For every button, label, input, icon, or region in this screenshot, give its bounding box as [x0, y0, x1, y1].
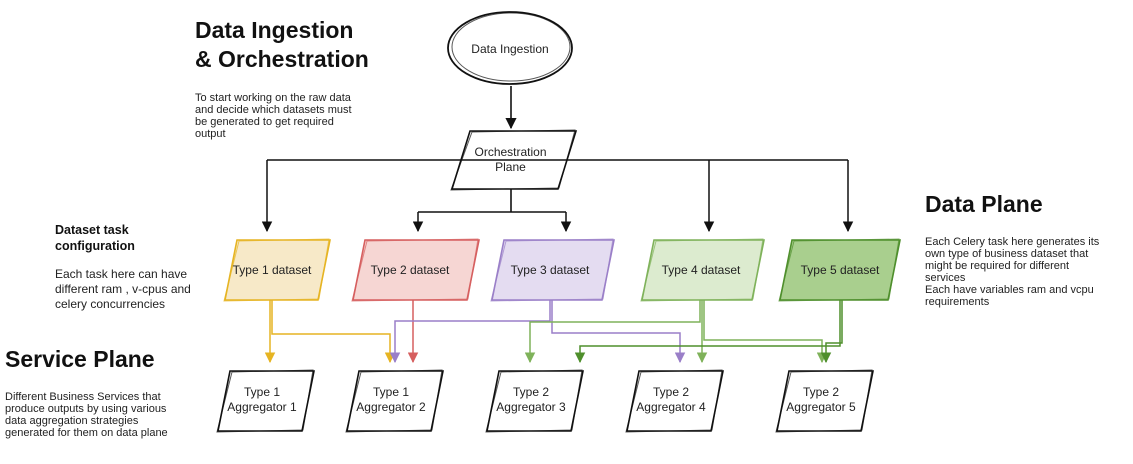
connector-type5-agg3: [574, 300, 841, 364]
aggregator-node-2-fill: [347, 371, 443, 431]
data-plane-title: Data Plane: [925, 191, 1043, 217]
connector-type5-agg5: [820, 300, 843, 364]
connector-type3-agg2: [389, 300, 551, 364]
connector-type1-agg2: [271, 300, 396, 364]
dataset-node-5-fill: [780, 240, 900, 300]
aggregator-node-4-fill: [627, 371, 723, 431]
aggregator-node-2-sketch: [345, 369, 443, 433]
connector-type4-agg5: [703, 300, 828, 364]
aggregator-node-3-fill: [487, 371, 583, 431]
dataset-node-1-label: Type 1 dataset: [232, 262, 312, 277]
dataset-node-2-sketch: [351, 238, 479, 302]
aggregator-node-5-fill: [777, 371, 873, 431]
connector-type3-agg4: [551, 300, 686, 364]
connector-type4-agg3: [524, 300, 701, 364]
dataset-node-1-sketch: [223, 238, 330, 302]
aggregator-node-5-sketch: [775, 369, 873, 433]
dataset-node-3-sketch: [490, 238, 614, 302]
dataset-node-3-fill: [492, 240, 614, 300]
ingestion-title: Data Ingestion & Orchestration: [195, 17, 369, 72]
orchestration-plane-node-sketch: [450, 129, 576, 191]
data-ingestion-node-sketch: [451, 12, 571, 82]
service-plane-description: Different Business Services that produce…: [5, 391, 168, 439]
data-ingestion-node-label: Data Ingestion: [471, 41, 549, 56]
aggregator-node-4-sketch: [625, 369, 723, 433]
ingestion-description: To start working on the raw data and dec…: [195, 92, 352, 140]
dataset-node-5-label: Type 5 dataset: [800, 262, 880, 277]
dataset-node-5-sketch: [778, 238, 900, 302]
dataset-config-description: Each task here can have different ram , …: [55, 267, 191, 311]
data-plane-description: Each Celery task here generates its own …: [925, 236, 1100, 308]
dataset-node-2-fill: [353, 240, 479, 300]
service-plane-title: Service Plane: [5, 346, 155, 372]
dataset-config-title: Dataset task configuration: [55, 223, 135, 253]
data-ingestion-node: [447, 11, 573, 85]
aggregator-node-1-fill: [218, 371, 314, 431]
orchestration-plane-node-label: Orchestration Plane: [474, 145, 547, 174]
aggregator-node-1-sketch: [216, 369, 314, 433]
dataset-node-3-label: Type 3 dataset: [510, 262, 590, 277]
dataset-node-4-sketch: [640, 238, 764, 302]
aggregator-node-3-sketch: [485, 369, 583, 433]
dataset-node-2-label: Type 2 dataset: [370, 262, 450, 277]
dataset-node-4-fill: [642, 240, 764, 300]
dataset-node-4-label: Type 4 dataset: [661, 262, 741, 277]
dataset-node-1-fill: [225, 240, 330, 300]
